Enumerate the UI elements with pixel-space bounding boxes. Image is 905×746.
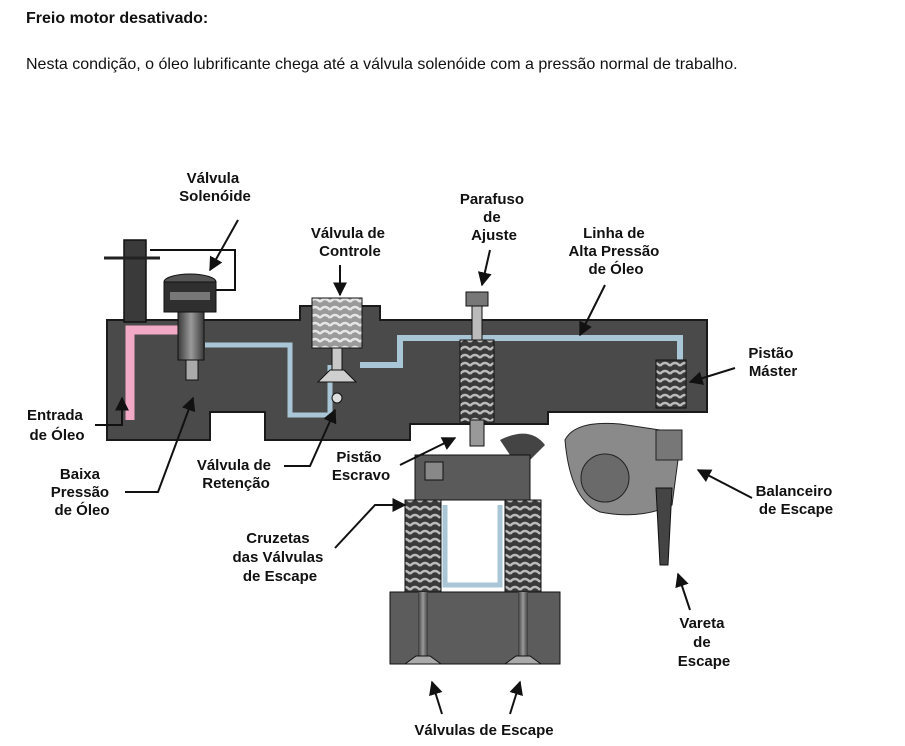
crosshead-and-valves — [389, 433, 561, 665]
label-pistao-master: Pistão Máster — [748, 345, 797, 380]
intro-text: Nesta condição, o óleo lubrificante cheg… — [26, 56, 738, 73]
exhaust-rocker — [564, 422, 683, 516]
label-valvula-retencao: Válvula de Retenção — [197, 457, 275, 492]
label-linha-alta-pressao: Linha de Alta Pressão de Óleo — [568, 225, 663, 278]
page-heading: Freio motor desativado: — [26, 10, 209, 27]
label-baixa-pressao: Baixa Pressão de Óleo — [51, 466, 114, 519]
oil-low-pressure-line — [125, 325, 185, 420]
label-cruzetas: Cruzetas das Válvulas de Escape — [232, 530, 327, 585]
label-valvulas-escape: Válvulas de Escape — [414, 722, 553, 739]
exhaust-pushrod — [655, 487, 673, 566]
leader-arrows — [95, 219, 753, 715]
label-pistao-escravo: Pistão Escravo — [332, 449, 390, 484]
adjusting-screw — [459, 291, 495, 447]
label-parafuso-ajuste: Parafuso de Ajuste — [460, 191, 528, 244]
solenoid-valve — [150, 249, 236, 381]
master-piston — [655, 359, 687, 409]
control-valve — [311, 297, 363, 404]
label-vareta: Vareta de Escape — [678, 615, 731, 670]
label-entrada-oleo: Entrada de Óleo — [27, 407, 87, 444]
label-balanceiro: Balanceiro de Escape — [756, 483, 837, 518]
label-valvula-solenoide: Válvula Solenóide — [179, 170, 251, 205]
label-valvula-controle: Válvula de Controle — [311, 225, 389, 260]
